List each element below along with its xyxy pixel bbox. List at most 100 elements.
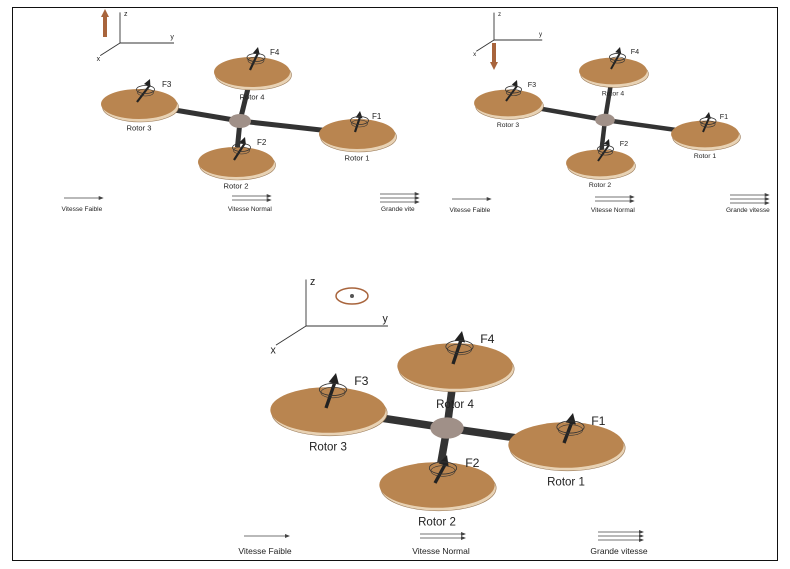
legend-label: Grande vitesse [590,546,647,556]
speed-legend: Vitesse Faible Vitesse Normal Grande vites… [238,530,648,556]
rotor-label-2: Rotor 2 [224,182,249,191]
coordinate-axes [99,12,174,56]
force-arrowhead [603,139,610,146]
legend-item-3: Grande vitesse [726,193,770,214]
rotor-label-3: Rotor 3 [497,122,519,129]
rotation-swirl-icon [318,383,348,396]
legend-arrowhead [414,196,420,200]
rotor-2 [379,462,497,512]
force-arrowhead [252,47,260,55]
rotor-label-2: Rotor 2 [418,516,456,528]
legend-arrowhead [764,201,770,205]
rotation-swirl-icon-inner [430,465,456,477]
rotor-disc [101,89,177,119]
force-shaft [702,117,710,133]
rotor-disc [214,57,290,87]
z-axis-label: z [310,276,315,288]
legend-arrowhead [414,200,420,204]
legend-item-2: Vitesse Normal [591,195,635,214]
rotation-swirl-icon-inner [598,148,613,156]
force-label-1: F1 [591,414,605,428]
legend-arrowhead [764,197,770,201]
rotor-disc [198,147,274,177]
rotor-label-4: Rotor 4 [240,93,265,102]
rotor-disc [508,422,624,468]
legend-item-2: Vitesse Normal [412,532,470,556]
rotation-swirl-icon [136,85,155,94]
rotation-swirl-icon [232,143,251,152]
rotor-disc [319,119,395,149]
rotor-label-4: Rotor 4 [602,91,624,98]
legend-arrowhead [98,196,104,200]
rotor-2 [566,149,636,180]
rotor-3 [101,89,179,123]
y-axis-label: y [383,313,389,325]
force-arrowhead [143,79,151,87]
rotor-2 [198,147,276,181]
rotor-disc [397,343,513,389]
force-shaft [505,85,518,102]
force-arrowhead [328,373,339,385]
rotor-disc [270,387,386,433]
rotor-1 [319,119,397,153]
legend-label: Grande vitesse [726,207,770,214]
force-label-3: F3 [528,80,536,89]
force-arrow-3 [505,80,522,102]
rotation-swirl-icon-inner [700,120,716,128]
force-shaft [597,144,610,162]
force-arrowhead [704,112,711,119]
rotor-3 [474,89,544,120]
rotation-swirl-icon-inner [137,88,154,97]
x-axis-label: x [270,344,276,356]
rotation-swirl-icon [597,145,614,153]
force-label-1: F1 [372,112,382,121]
legend-arrowhead [764,193,770,197]
force-arrowhead [615,47,622,54]
legend-arrowhead [639,538,644,542]
legend-label: Vitesse Normal [412,546,470,556]
rotation-swirl-icon-inner [320,386,346,399]
rotor-1 [508,422,626,472]
force-label-4: F4 [631,47,639,56]
coordinate-axes [476,12,543,52]
force-arrow-1 [350,111,369,133]
center-hub [430,417,464,439]
force-arrowhead [511,80,518,87]
legend-arrowhead [629,199,635,203]
legend-label: Vitesse Faible [238,546,292,556]
legend-arrowhead [266,194,272,198]
rotor-label-3: Rotor 3 [127,124,152,133]
rotation-swirl-icon-inner [447,343,472,356]
rotor-disc [566,149,634,177]
rotation-swirl-icon [556,420,585,434]
coordinate-axes [275,279,388,346]
x-axis [476,39,495,52]
rotor-4 [579,57,649,88]
rotor-disc [579,57,647,85]
z-axis-label: z [498,11,501,18]
rotor-1 [671,120,741,151]
rotor-label-1: Rotor 1 [345,154,370,163]
rotor-label-2: Rotor 2 [589,182,611,189]
y-axis-label: y [539,31,543,38]
force-arrow-2 [232,137,251,161]
rotation-swirl-icon [445,340,474,353]
x-axis [275,325,307,346]
center-hub [229,114,251,128]
rotation-swirl-icon [428,461,458,475]
force-arrow-2 [428,455,458,484]
motion-up-arrowhead [101,9,109,17]
legend-arrowhead [639,530,644,534]
center-hub [595,113,615,127]
legend-item-1: Vitesse Faible [238,534,292,556]
rotor-3 [270,387,388,437]
force-label-2: F2 [620,139,628,148]
legend-arrowhead [414,192,420,196]
force-arrowhead [355,111,363,119]
force-label-4: F4 [270,48,280,57]
